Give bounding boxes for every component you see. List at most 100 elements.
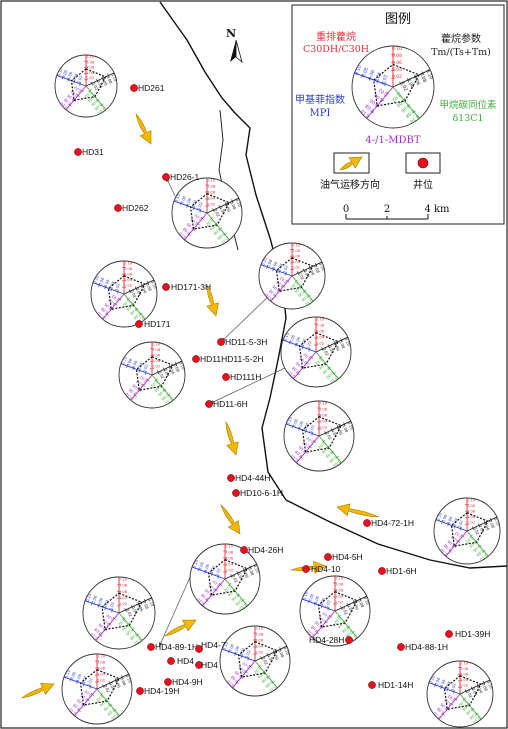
well-marker[interactable]: HD4 <box>167 656 194 666</box>
migration-arrow-icon <box>135 112 152 145</box>
well-dot-icon <box>324 553 332 561</box>
well-marker[interactable]: HD4-72-1H <box>363 518 414 528</box>
well-label: HD4-44H <box>235 473 270 483</box>
rose-tick-label: 0.02 <box>141 363 149 373</box>
well-dot-icon <box>192 355 200 363</box>
rose-tick-label: 0.08 <box>127 387 137 397</box>
well-marker[interactable]: HD11HD11-5-2H <box>192 354 263 364</box>
rose-tick-label: 0.08 <box>266 258 274 268</box>
well-marker[interactable]: HD31 <box>74 147 104 157</box>
rose-tick-label: 0.02 <box>460 683 469 688</box>
rose-value-polygon <box>135 356 174 391</box>
rose-tick-label: 0.06 <box>446 539 456 549</box>
well-marker[interactable]: HD11-5-3H <box>217 337 267 347</box>
rose-tick-label: 0.10 <box>302 591 310 601</box>
rose-tick-label: 0.10 <box>178 361 186 371</box>
well-marker[interactable]: HD4-5H <box>324 552 363 562</box>
rose-tick-label: 0.10 <box>150 280 158 290</box>
rose-tick-label: 0.06 <box>97 665 106 670</box>
rose-tick-label: 0.08 <box>173 363 181 373</box>
well-marker[interactable]: HD1-14H <box>368 680 413 690</box>
well-label: HD26-1 <box>170 172 200 182</box>
rose-tick-label: 0.10 <box>268 684 278 694</box>
well-label: HD4-10 <box>311 564 341 574</box>
rose-tick-label: 0.04 <box>69 89 79 99</box>
rose-tick-label: 0.08 <box>475 549 485 559</box>
rose-tick-label: 0.08 <box>216 232 226 242</box>
rose-tick-label: 0.10 <box>439 547 449 557</box>
rose-tick-label: 0.04 <box>374 72 383 84</box>
rose-tick-label: 0.06 <box>212 227 222 237</box>
rose-tick-label: 0.04 <box>131 605 139 615</box>
legend-mdbt-label: 4-/1-MDBT <box>365 135 420 146</box>
well-marker[interactable]: HD4-9H <box>164 677 203 687</box>
rose-tick-label: 0.02 <box>207 201 216 206</box>
rose-tick-label: 0.06 <box>233 670 243 680</box>
rose-tick-label: 0.08 <box>467 503 476 508</box>
rose-tick-label: 0.06 <box>333 342 341 352</box>
rose-tick-label: 0.06 <box>446 515 454 525</box>
rose-tick-label: 0.06 <box>308 266 316 276</box>
well-marker[interactable]: HD4-19H <box>136 686 179 696</box>
well-marker[interactable]: HD111H <box>222 372 261 382</box>
well-marker[interactable]: HD4 <box>195 660 218 670</box>
rose-tick-label: 0.08 <box>264 680 274 690</box>
rose-tick-label: 0.02 <box>113 282 121 292</box>
well-marker[interactable]: HD4-89-1H <box>147 642 198 652</box>
rose-value-polygon <box>237 641 279 678</box>
well-marker[interactable]: HD4-44H <box>227 473 270 483</box>
well-marker[interactable]: HD4-26H <box>240 545 283 555</box>
rose-tick-label: 0.08 <box>93 102 103 112</box>
well-marker[interactable]: HD10-6-1H <box>232 488 283 498</box>
well-marker[interactable]: HD1-39H <box>445 629 490 639</box>
well-label: HD171 <box>144 319 171 329</box>
well-marker[interactable]: HD171-3H <box>162 282 211 292</box>
rose-tick-label: 0.10 <box>220 236 230 246</box>
rose-tick-label: 0.08 <box>129 632 139 642</box>
rose-tick-label: 0.06 <box>102 703 112 713</box>
rose-tick-label: 0.02 <box>223 584 233 594</box>
rose-tick-label: 0.04 <box>299 338 307 348</box>
rose-tick-label: 0.02 <box>110 293 120 303</box>
well-marker[interactable]: HD4-7 <box>195 640 226 653</box>
well-marker[interactable]: HD171 <box>135 319 171 329</box>
well-marker[interactable]: HD262 <box>114 203 149 213</box>
rose-tick-label: 0.02 <box>308 424 316 434</box>
well-marker[interactable]: HD4-10 <box>302 564 341 574</box>
rose-tick-label: 0.08 <box>300 294 310 304</box>
well-dot-icon <box>162 283 170 291</box>
well-label: HD4-26H <box>248 545 283 555</box>
well-dot-icon <box>195 645 203 653</box>
well-marker[interactable]: HD26-1 <box>162 172 200 182</box>
rose-tick-label: 0.10 <box>435 511 443 521</box>
rose-tick-label: 0.08 <box>341 423 349 433</box>
rose-tick-label: 0.06 <box>336 426 344 436</box>
rose-tick-label: 0.04 <box>346 603 354 613</box>
rose-tick-label: 0.02 <box>95 694 105 704</box>
rose-tick-label: 0.08 <box>292 248 301 253</box>
well-marker[interactable]: HD4-28H <box>309 635 353 645</box>
well-marker[interactable]: HD1-6H <box>378 566 417 576</box>
rose-tick-label: 0.02 <box>281 264 289 274</box>
rose-tick-label: 0.02 <box>298 271 306 281</box>
rose-tick-label: 0.02 <box>213 208 221 218</box>
rose-tick-label: 0.10 <box>192 559 200 569</box>
well-dot-icon <box>222 373 230 381</box>
rose-tick-label: 0.02 <box>124 283 133 288</box>
rose-tick-label: 0.02 <box>241 660 251 670</box>
rose-tick-label: 0.06 <box>114 679 122 689</box>
rose-tick-label: 0.02 <box>214 567 222 577</box>
rose-tick-label: 0.02 <box>457 699 467 709</box>
well-marker[interactable]: HD11-6H <box>205 399 248 409</box>
rose-tick-label: 0.06 <box>412 75 422 87</box>
rose-tick-label: 0.02 <box>105 613 115 623</box>
rose-tick-label: 0.06 <box>185 197 193 207</box>
rose-tick-label: 0.02 <box>261 656 269 666</box>
rose-tick-label: 0.10 <box>119 577 128 582</box>
rose-tick-label: 0.08 <box>290 365 300 375</box>
well-marker[interactable]: HD4-88-1H <box>397 642 448 652</box>
well-marker[interactable]: HD261 <box>130 83 165 93</box>
rose-tick-label: 0.08 <box>255 631 264 636</box>
